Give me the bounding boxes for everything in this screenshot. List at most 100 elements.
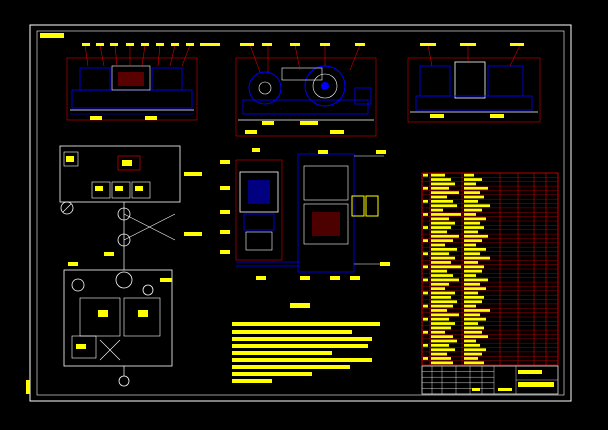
- parts-list-table: [421, 172, 559, 366]
- parts-list-cell: [464, 178, 482, 181]
- drawing-number-label: [40, 33, 64, 38]
- parts-list-cell: [464, 234, 488, 238]
- parts-list-cell: [431, 191, 459, 195]
- parts-list-cell: [431, 182, 455, 186]
- front-view-unit-3: [407, 43, 541, 123]
- notes-heading: [290, 303, 310, 308]
- parts-list-cell: [431, 313, 459, 317]
- parts-list-cell: [464, 322, 478, 325]
- outer-frame: [29, 24, 572, 402]
- motor-icon: [115, 271, 133, 289]
- parts-list-cell: [431, 234, 459, 238]
- parts-list-cell: [431, 304, 453, 308]
- parts-list-cell: [431, 287, 445, 291]
- parts-list-cell: [464, 199, 478, 203]
- parts-list-cell: [431, 348, 455, 352]
- parts-list-cell: [431, 199, 453, 203]
- parts-list-cell: [431, 361, 453, 365]
- parts-list-cell: [464, 300, 482, 304]
- parts-list-cell: [431, 269, 447, 273]
- parts-list-cell: [464, 282, 480, 286]
- parts-list-cell: [431, 230, 447, 234]
- parts-list-cell: [464, 213, 476, 216]
- parts-list-cell: [464, 361, 484, 365]
- parts-list-cell: [431, 208, 443, 212]
- parts-list-cell: [464, 295, 484, 299]
- parts-list-cell: [431, 213, 461, 216]
- parts-list-cell: [464, 239, 482, 243]
- parts-list-cell: [464, 191, 480, 195]
- parts-list-cell: [464, 243, 476, 247]
- parts-list-cell: [431, 265, 461, 269]
- parts-list-cell: [431, 204, 457, 208]
- parts-list-cell: [431, 261, 451, 264]
- parts-list-cell: [431, 278, 459, 282]
- parts-list-cell: [464, 204, 490, 208]
- parts-list-cell: [464, 317, 486, 321]
- parts-list-cell: [464, 357, 478, 360]
- parts-list-cell: [464, 247, 486, 251]
- parts-list-cell: [464, 265, 484, 269]
- parts-list-cell: [431, 221, 455, 225]
- parts-list-cell: [431, 247, 457, 251]
- parts-list-cell: [464, 208, 482, 212]
- parts-list-cell: [464, 221, 480, 225]
- front-view-unit-2: [235, 43, 377, 137]
- parts-list-cell: [464, 348, 486, 352]
- side-section-view: [220, 148, 300, 280]
- parts-list-cell: [464, 173, 474, 177]
- inner-frame: [36, 30, 565, 396]
- parts-list-cell: [431, 256, 455, 260]
- parts-list-cell: [431, 322, 455, 325]
- parts-list-cell: [431, 300, 457, 304]
- parts-list-cell: [464, 252, 480, 256]
- parts-list-cell: [431, 335, 453, 339]
- parts-list-cell: [431, 226, 451, 229]
- parts-list-cell: [464, 287, 486, 291]
- parts-list-cell: [464, 230, 478, 234]
- parts-list-cell: [464, 226, 484, 229]
- parts-list-cell: [464, 339, 476, 343]
- parts-list-cell: [464, 182, 476, 186]
- parts-list-cell: [464, 217, 486, 221]
- parts-list-cell: [464, 313, 480, 317]
- parts-list-cell: [464, 274, 476, 277]
- parts-list-cell: [431, 352, 447, 356]
- parts-list-cell: [464, 261, 478, 264]
- parts-list-cell: [464, 343, 480, 347]
- parts-list-cell: [431, 330, 445, 334]
- parts-list-cell: [464, 195, 484, 199]
- title-block-drawing-number: [518, 370, 542, 374]
- parts-list-cell: [464, 278, 488, 282]
- pressure-gauge-icon: [60, 201, 74, 215]
- parts-list-cell: [464, 330, 482, 334]
- parts-list-cell: [464, 269, 482, 273]
- parts-list-cell: [431, 295, 451, 299]
- technical-notes: [232, 303, 380, 383]
- parts-list-cell: [431, 326, 451, 330]
- parts-list-cell: [431, 274, 453, 277]
- parts-list-cell: [431, 243, 445, 247]
- parts-list-cell: [431, 178, 451, 181]
- parts-list-cell: [464, 291, 478, 295]
- parts-list-cell: [431, 252, 449, 256]
- pump-symbol-icon: [117, 207, 131, 221]
- parts-list-cell: [431, 291, 455, 295]
- parts-list-cell: [431, 217, 449, 221]
- parts-list-cell: [431, 239, 453, 243]
- parts-list-cell: [431, 282, 449, 286]
- parts-list-cell: [464, 326, 484, 330]
- parts-list-cell: [464, 304, 476, 308]
- title-block: [421, 365, 559, 395]
- front-view-unit-1: [66, 43, 220, 121]
- parts-list-cell: [431, 173, 445, 177]
- parts-list-cell: [464, 256, 490, 260]
- parts-list-cell: [431, 195, 447, 199]
- parts-list-cell: [464, 335, 488, 339]
- parts-list-cell: [464, 186, 488, 190]
- gearbox-circle-left: [248, 71, 282, 105]
- parts-list-cell: [431, 317, 449, 321]
- valve-symbol-icon: [99, 339, 121, 361]
- parts-list-cell: [431, 309, 447, 312]
